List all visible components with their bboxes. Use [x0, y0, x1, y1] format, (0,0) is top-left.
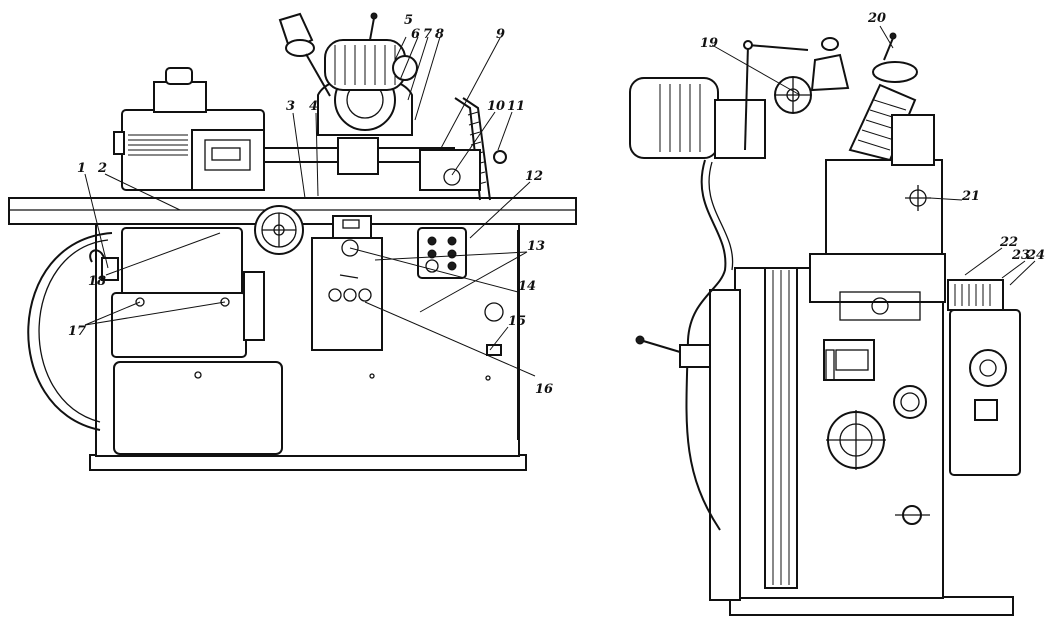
side-gearbox — [949, 309, 1021, 476]
label-18: 18 — [88, 274, 106, 289]
lower-cabinet — [113, 361, 283, 455]
label-6: 6 — [411, 27, 420, 42]
label-13: 13 — [527, 239, 545, 254]
label-19: 19 — [700, 36, 718, 51]
label-23: 23 — [1011, 248, 1030, 263]
label-11: 11 — [507, 99, 525, 114]
left-guard — [27, 232, 113, 431]
callout-labels: 1 2 3 4 5 6 7 8 9 10 11 12 13 14 15 16 1… — [68, 11, 1045, 397]
label-24: 24 — [1026, 248, 1045, 263]
label-10: 10 — [487, 99, 505, 114]
leader-lines — [84, 25, 1036, 377]
label-14: 14 — [518, 279, 536, 294]
side-base — [729, 596, 1014, 616]
label-17: 17 — [68, 324, 86, 339]
label-21: 21 — [961, 189, 980, 204]
side-view — [629, 32, 1021, 616]
hydraulic-hose — [685, 159, 727, 531]
label-9: 9 — [496, 27, 505, 42]
label-22: 22 — [999, 235, 1018, 250]
button-panel — [417, 227, 467, 279]
label-7: 7 — [423, 27, 432, 42]
label-2: 2 — [97, 161, 107, 176]
grinding-head — [848, 83, 917, 162]
label-12: 12 — [525, 169, 543, 184]
label-5: 5 — [404, 13, 413, 28]
label-8: 8 — [435, 27, 444, 42]
label-3: 3 — [286, 99, 295, 114]
front-view — [8, 12, 577, 471]
upper-housing — [825, 159, 943, 257]
label-1: 1 — [77, 161, 86, 176]
label-16: 16 — [535, 382, 553, 397]
machine-base — [89, 454, 527, 471]
label-4: 4 — [309, 99, 318, 114]
label-15: 15 — [508, 314, 526, 329]
drive-motor — [629, 77, 719, 159]
label-20: 20 — [867, 11, 886, 26]
side-lamp — [810, 53, 850, 92]
